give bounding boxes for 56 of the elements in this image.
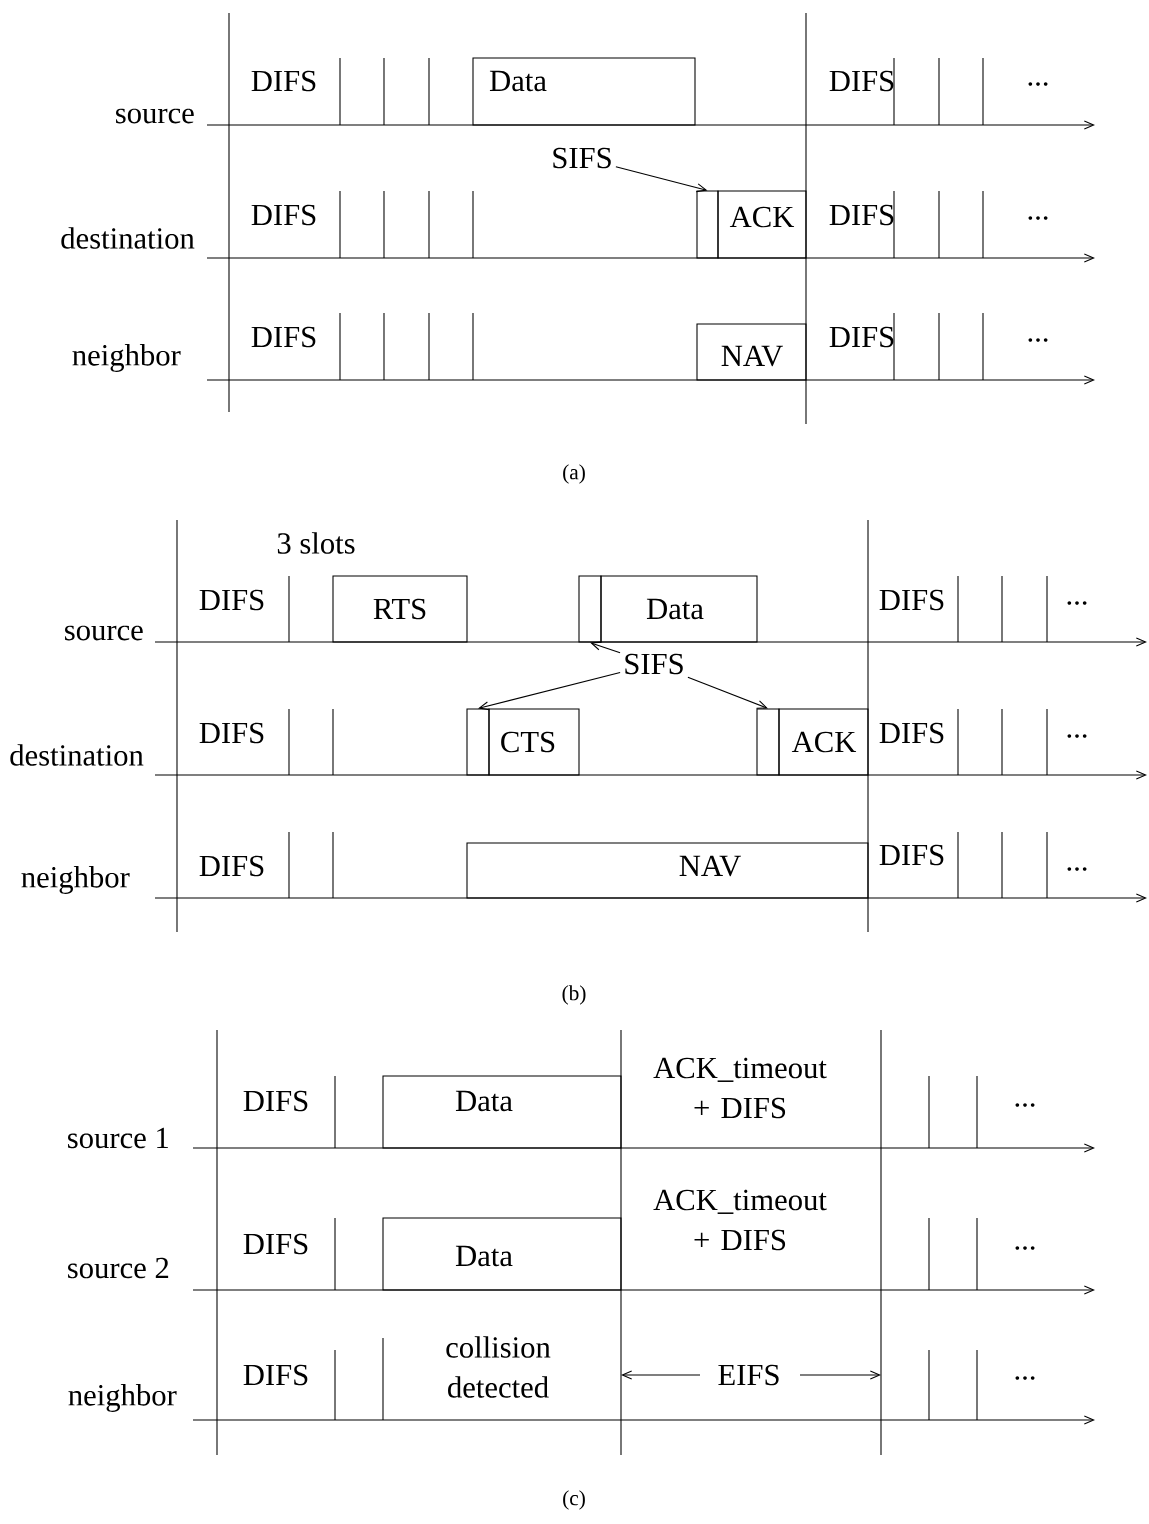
interval-label: DIFS [199, 589, 264, 611]
interval-label: ACK_timeout + DIFS [653, 1057, 827, 1119]
ellipsis: ... [1015, 1103, 1035, 1107]
interval-label: ACK_timeout + DIFS [653, 1189, 827, 1251]
interval-label: SIFS [625, 653, 683, 675]
subfigure-label: (b) [562, 985, 586, 1005]
interval-label: DIFS [199, 855, 264, 877]
interval-label: DIFS [879, 589, 944, 611]
interval-label: DIFS [243, 1090, 308, 1112]
subfigure-label: (c) [563, 1490, 585, 1510]
frame-box: NAV [466, 842, 869, 899]
frame-box: Data [600, 575, 758, 643]
interval-label: DIFS [243, 1233, 308, 1255]
row-label: neighbor [72, 344, 181, 372]
leader-arrow [687, 676, 768, 709]
ellipsis: ... [1028, 82, 1048, 86]
row-label: destination [61, 227, 195, 249]
interval-label: DIFS [251, 326, 316, 348]
ellipsis: ... [1067, 601, 1087, 605]
gap-box [756, 708, 780, 776]
frame-box: ACK [778, 708, 869, 776]
gap-box [466, 708, 490, 776]
interval-label: DIFS [243, 1364, 308, 1386]
frame-box: ACK [717, 190, 807, 259]
leader-arrow [615, 166, 708, 193]
frame-box: CTS [488, 708, 580, 776]
frame-box: Data [472, 57, 696, 126]
gap-box [696, 190, 719, 259]
row-label: source [116, 108, 194, 124]
interval-label: SIFS [553, 147, 611, 169]
row-label: source 1 [68, 1127, 168, 1149]
ellipsis: ... [1015, 1376, 1035, 1380]
row-label: neighbor [21, 866, 130, 894]
leader-arrow [590, 641, 621, 654]
frame-box: Data [382, 1075, 622, 1149]
subfigure-label: (a) [563, 464, 585, 484]
interval-label: DIFS [251, 70, 316, 92]
gap-box [578, 575, 602, 643]
interval-label: EIFS [718, 1364, 779, 1386]
row-label: destination [10, 744, 144, 766]
ellipsis: ... [1028, 216, 1048, 220]
row-label: source [65, 625, 143, 641]
frame-box: Data [382, 1217, 622, 1291]
leader-arrow [478, 672, 621, 711]
row-label: source 2 [68, 1257, 169, 1279]
interval-label: DIFS [251, 204, 316, 226]
row-label: neighbor [68, 1384, 177, 1412]
ellipsis: ... [1028, 338, 1048, 342]
frame-box: NAV [696, 323, 807, 381]
frame-box: RTS [332, 575, 468, 643]
event-label: collision detected [446, 1336, 551, 1398]
ellipsis: ... [1067, 734, 1087, 738]
ellipsis: ... [1015, 1246, 1035, 1250]
interval-label: DIFS [829, 70, 894, 92]
ellipsis: ... [1067, 867, 1087, 871]
interval-label: DIFS [199, 722, 264, 744]
